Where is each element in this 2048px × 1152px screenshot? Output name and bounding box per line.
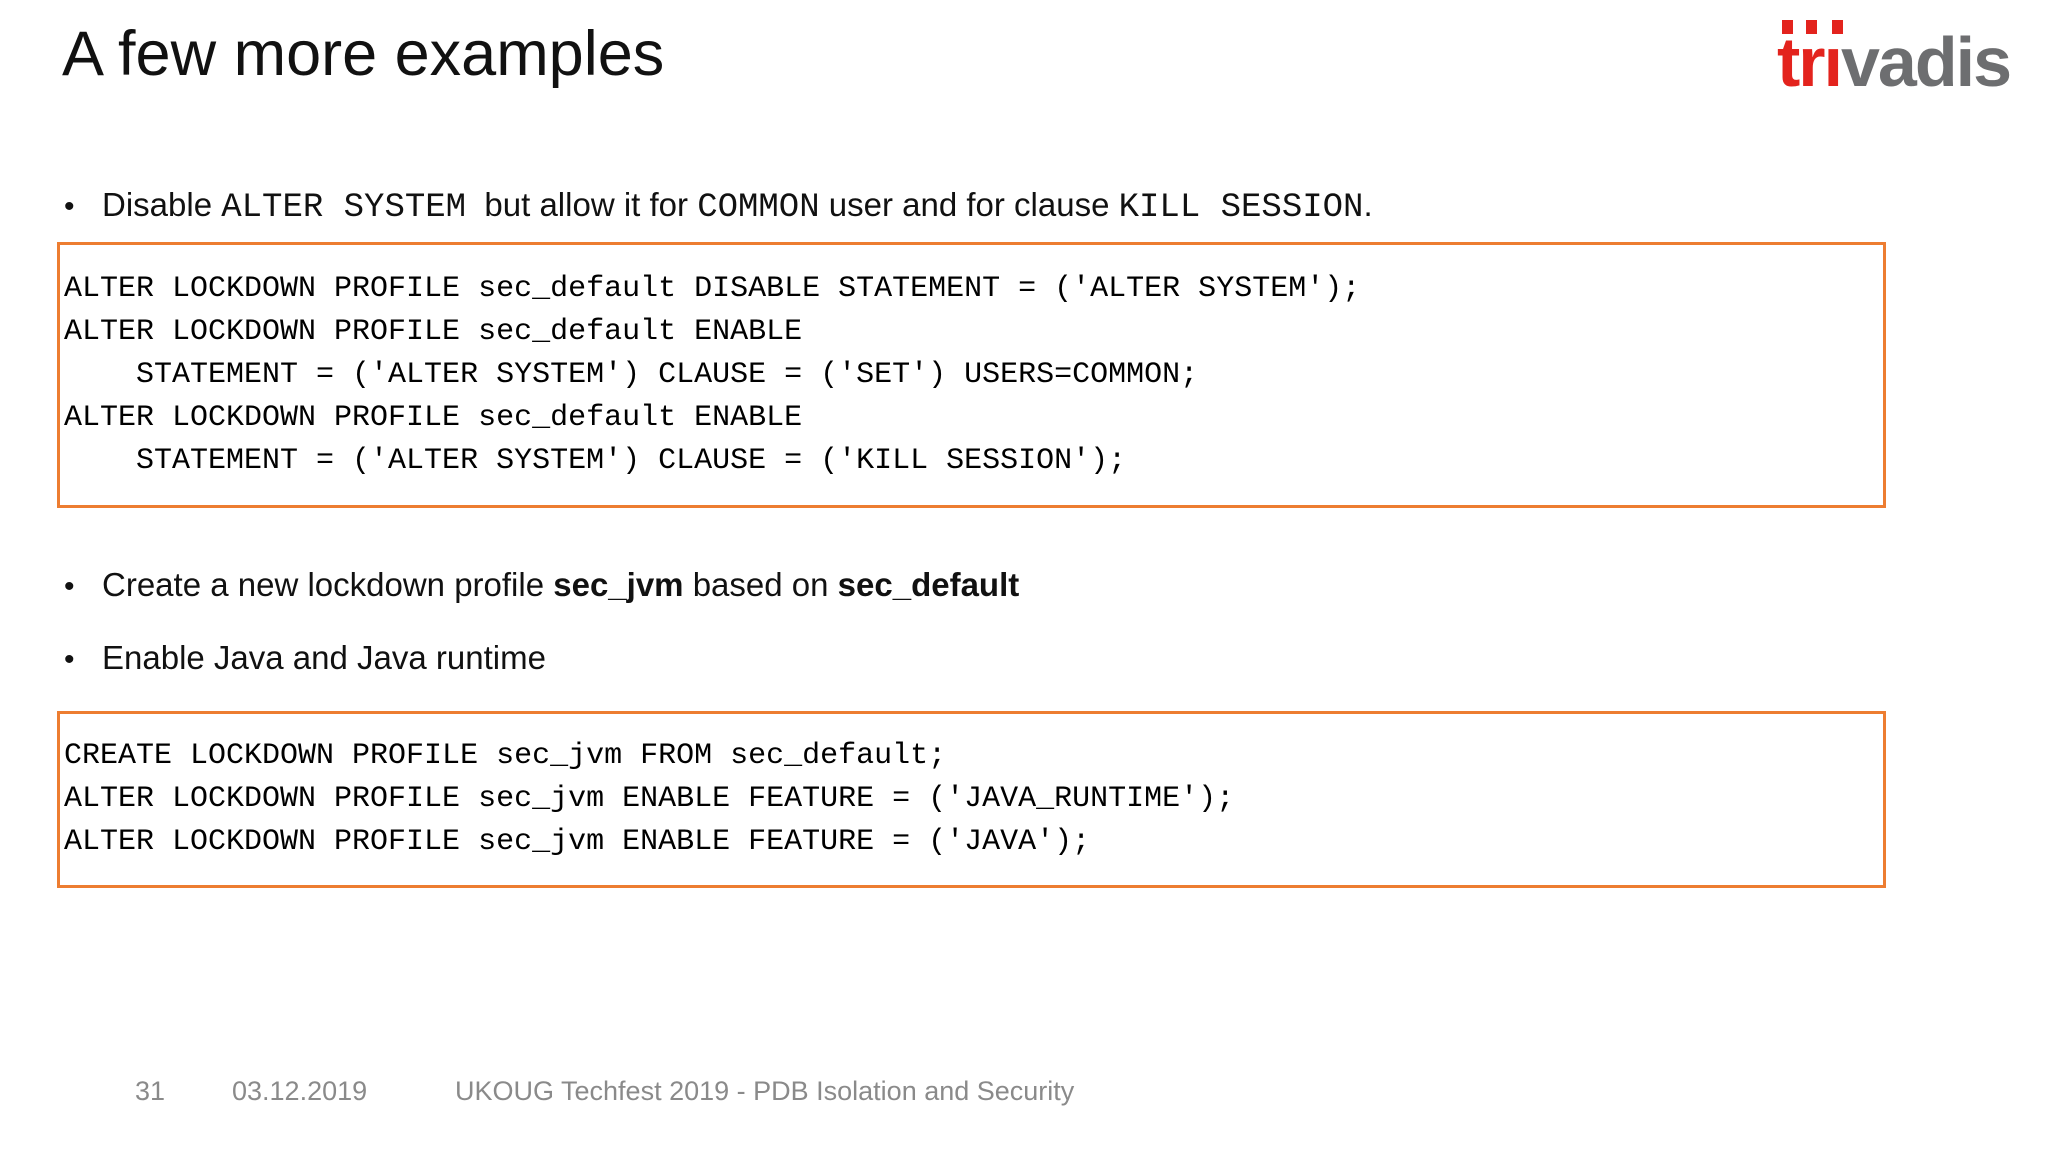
- code-block-java-features: CREATE LOCKDOWN PROFILE sec_jvm FROM sec…: [57, 711, 1886, 888]
- bullet-item-create-lockdown-profile: • Create a new lockdown profile sec_jvm …: [64, 566, 1664, 604]
- code-line: CREATE LOCKDOWN PROFILE sec_jvm FROM sec…: [64, 739, 947, 773]
- slide-footer: 31 03.12.2019 UKOUG Techfest 2019 - PDB …: [0, 1076, 2048, 1116]
- text-segment: Enable Java and Java runtime: [102, 639, 546, 676]
- trivadis-logo: trıvadis: [1777, 20, 2012, 102]
- text-segment: sec_jvm: [553, 566, 684, 603]
- code-line: ALTER LOCKDOWN PROFILE sec_default ENABL…: [64, 400, 803, 435]
- logo-text-tri: trı: [1777, 23, 1843, 101]
- text-segment: Disable: [102, 186, 222, 223]
- code-line: STATEMENT = ('ALTER SYSTEM') CLAUSE = ('…: [64, 443, 1127, 478]
- bullet-marker: •: [64, 570, 75, 603]
- text-segment: COMMON: [697, 189, 820, 227]
- logo-dot-icon: [1832, 20, 1843, 34]
- code-block-lockdown-statements: ALTER LOCKDOWN PROFILE sec_default DISAB…: [57, 242, 1886, 508]
- logo-dot-icon: [1806, 20, 1817, 34]
- logo-dot-icon: [1782, 20, 1793, 34]
- text-segment: .: [1363, 186, 1373, 223]
- text-segment: but allow it for: [466, 186, 698, 223]
- bullet-text: Disable ALTER SYSTEM but allow it for CO…: [102, 186, 1373, 227]
- text-segment: KILL SESSION: [1118, 189, 1364, 227]
- code-line: STATEMENT = ('ALTER SYSTEM') CLAUSE = ('…: [64, 357, 1199, 392]
- code-line: ALTER LOCKDOWN PROFILE sec_jvm ENABLE FE…: [64, 825, 1091, 859]
- bullet-marker: •: [64, 643, 75, 676]
- text-segment: sec_default: [837, 566, 1020, 603]
- text-segment: based on: [683, 566, 838, 603]
- slide-title: A few more examples: [62, 19, 665, 89]
- bullet-item-disable-alter-system: • Disable ALTER SYSTEM but allow it for …: [64, 186, 1944, 227]
- logo-tri-group: trı: [1777, 20, 1843, 102]
- footer-event-title: UKOUG Techfest 2019 - PDB Isolation and …: [455, 1076, 1075, 1106]
- text-segment: Create a new lockdown profile: [102, 566, 554, 603]
- bullet-marker: •: [64, 190, 75, 223]
- code-line: ALTER LOCKDOWN PROFILE sec_jvm ENABLE FE…: [64, 782, 1235, 816]
- bullet-item-enable-java: • Enable Java and Java runtime: [64, 639, 1664, 677]
- bullet-text: Enable Java and Java runtime: [102, 639, 546, 677]
- logo-text-vadis: vadis: [1841, 23, 2012, 101]
- text-segment: user and for clause: [819, 186, 1119, 223]
- bullet-text: Create a new lockdown profile sec_jvm ba…: [102, 566, 1019, 604]
- code-line: ALTER LOCKDOWN PROFILE sec_default ENABL…: [64, 314, 803, 349]
- page-number: 31: [135, 1076, 166, 1106]
- footer-date: 03.12.2019: [232, 1076, 368, 1106]
- text-segment: ALTER SYSTEM: [221, 189, 467, 227]
- code-line: ALTER LOCKDOWN PROFILE sec_default DISAB…: [64, 271, 1361, 306]
